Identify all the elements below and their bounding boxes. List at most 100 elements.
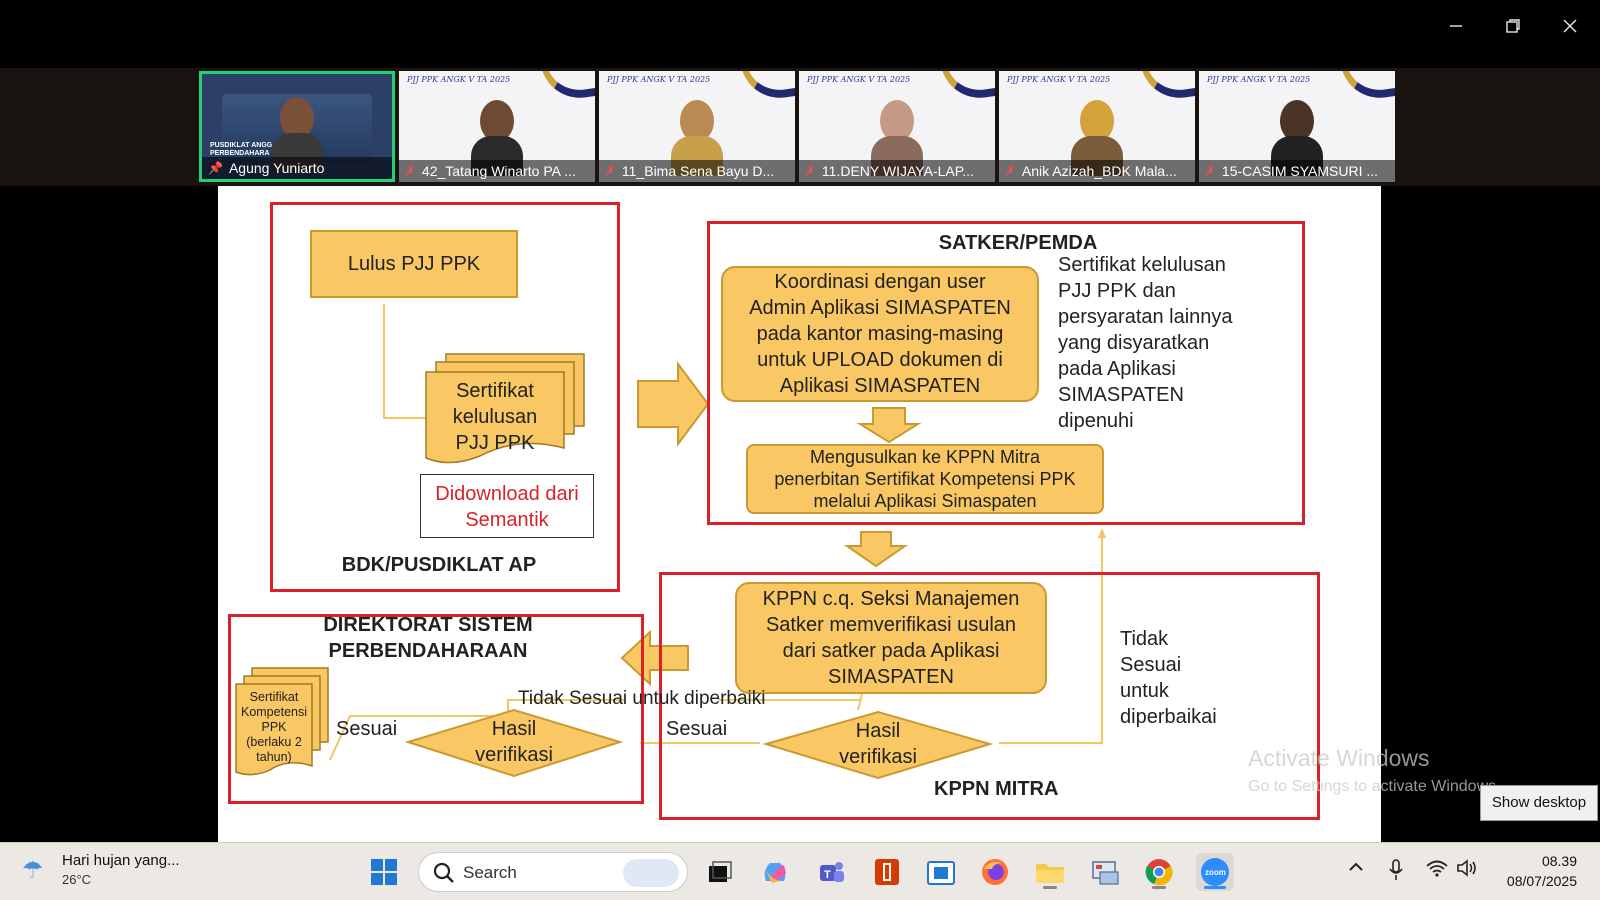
participant-name: 42_Tatang Winarto PA ... (422, 160, 576, 182)
participant-tile[interactable]: PJJ PPK ANGK V TA 2025 ✗ 42_Tatang Winar… (399, 71, 595, 182)
doc-line: Kompetensi (236, 705, 312, 720)
weather-text: Hari hujan yang... 26°C (62, 851, 180, 889)
slide-header-logo: PJJ PPK ANGK V TA 2025 (1207, 75, 1310, 84)
box-line: SIMASPATEN (828, 664, 954, 690)
doc-line: Sertifikat (430, 378, 560, 404)
start-button[interactable] (365, 853, 403, 891)
participant-tile[interactable]: PJJ PPK ANGK V TA 2025 ✗ 11.DENY WIJAYA-… (799, 71, 995, 182)
teams-button[interactable]: T (812, 853, 850, 891)
close-button[interactable] (1546, 8, 1594, 44)
slide-header-logo: PJJ PPK ANGK V TA 2025 (807, 75, 910, 84)
slide-swoosh (741, 71, 795, 103)
note-line: dipenuhi (1058, 408, 1233, 434)
weather-condition: Hari hujan yang... (62, 851, 180, 870)
slide-header-logo: PJJ PPK ANGK V TA 2025 (607, 75, 710, 84)
box-line: Satker memverifikasi usulan (766, 612, 1016, 638)
clock-date: 08/07/2025 (1497, 871, 1577, 891)
sertifikat-kompetensi-label: Sertifikat Kompetensi PPK (berlaku 2 tah… (236, 690, 312, 765)
zoom-button[interactable]: zoom (1196, 853, 1234, 891)
activate-subtitle: Go to Settings to activate Windows. (1248, 778, 1501, 796)
koordinasi-box: Koordinasi dengan user Admin Aplikasi SI… (721, 266, 1039, 402)
control-panel-button[interactable] (1086, 853, 1124, 891)
copilot-button[interactable] (756, 853, 794, 891)
kppn-verify-box: KPPN c.q. Seksi Manajemen Satker memveri… (735, 582, 1047, 694)
participant-name-bar: ✗ 15-CASIM SYAMSURI ... (1199, 160, 1395, 182)
participant-name: 15-CASIM SYAMSURI ... (1222, 160, 1378, 182)
wifi-button[interactable] (1426, 859, 1448, 882)
store-button[interactable] (922, 853, 960, 891)
arrow-right (638, 364, 708, 444)
task-view-button[interactable] (700, 853, 738, 891)
box-line: Admin Aplikasi SIMASPATEN (749, 295, 1011, 321)
note-line: diperbaikai (1120, 704, 1217, 730)
hasil-verifikasi-left: Hasil verifikasi (458, 716, 570, 768)
restore-button[interactable] (1489, 8, 1537, 44)
box-line: dari satker pada Aplikasi (783, 638, 1000, 664)
doc-line: PPK (236, 720, 312, 735)
title-line: PERBENDAHARAAN (278, 638, 578, 664)
activate-title: Activate Windows (1248, 745, 1501, 772)
close-icon (1562, 18, 1578, 34)
muted-mic-icon: ✗ (1005, 160, 1016, 182)
search-icon (433, 862, 455, 884)
firefox-button[interactable] (976, 853, 1014, 891)
volume-icon (1456, 859, 1478, 877)
satker-note: Sertifikat kelulusan PJJ PPK dan persyar… (1058, 252, 1233, 434)
microphone-button[interactable] (1388, 859, 1404, 886)
participant-tile[interactable]: PJJ PPK ANGK V TA 2025 ✗ 11_Bima Sena Ba… (599, 71, 795, 182)
note-line: Sesuai (1120, 652, 1217, 678)
svg-text:T: T (824, 869, 831, 881)
note-line: Tidak (1120, 626, 1217, 652)
box-line: penerbitan Sertifikat Kompetensi PPK (774, 468, 1075, 490)
title-line: DIREKTORAT SISTEM (278, 612, 578, 638)
volume-button[interactable] (1456, 859, 1478, 882)
file-explorer-icon (1034, 858, 1066, 886)
office-button[interactable] (868, 853, 906, 891)
wifi-icon (1426, 859, 1448, 877)
chrome-icon (1144, 857, 1174, 887)
taskbar-clock[interactable]: 08.39 08/07/2025 (1497, 851, 1577, 891)
running-indicator (1204, 886, 1226, 889)
sertifikat-kelulusan-label: Sertifikat kelulusan PJJ PPK (430, 378, 560, 456)
rain-umbrella-icon: ☂ (22, 856, 56, 885)
note-line: untuk (1120, 678, 1217, 704)
participant-tile[interactable]: PJJ PPK ANGK V TA 2025 ✗ Anik Azizah_BDK… (999, 71, 1195, 182)
clock-time: 08.39 (1497, 851, 1577, 871)
doc-line: tahun) (236, 750, 312, 765)
firefox-icon (980, 857, 1010, 887)
participant-tile[interactable]: PJJ PPK ANGK V TA 2025 ✗ 15-CASIM SYAMSU… (1199, 71, 1395, 182)
restore-icon (1505, 18, 1521, 34)
chrome-button[interactable] (1140, 853, 1178, 891)
search-highlight-image (623, 859, 679, 887)
diamond-line: Hasil (458, 716, 570, 742)
activate-windows-watermark: Activate Windows Go to Settings to activ… (1248, 745, 1501, 796)
start-icon (370, 858, 398, 886)
note-line: pada Aplikasi (1058, 356, 1233, 382)
show-hidden-icons-button[interactable] (1348, 859, 1364, 880)
slide-swoosh (1141, 71, 1195, 103)
bdk-title: BDK/PUSDIKLAT AP (314, 552, 564, 578)
copilot-icon (760, 857, 790, 887)
minimize-button[interactable] (1432, 8, 1480, 44)
participant-name: 11_Bima Sena Bayu D... (622, 160, 774, 182)
pin-icon: 📌 (208, 157, 223, 179)
svg-text:zoom: zoom (1205, 868, 1226, 877)
box-line: melalui Aplikasi Simaspaten (813, 490, 1036, 512)
running-indicator (1043, 886, 1057, 889)
weather-widget[interactable]: ☂ Hari hujan yang... 26°C (22, 851, 180, 889)
file-explorer-button[interactable] (1031, 853, 1069, 891)
diamond-line: verifikasi (458, 742, 570, 768)
didownload-line: Didownload dari (421, 481, 593, 507)
tidak-sesuai-mid-label: Tidak Sesuai untuk diperbaiki (518, 686, 766, 712)
note-line: PJJ PPK dan (1058, 278, 1233, 304)
box-line: Mengusulkan ke KPPN Mitra (810, 446, 1040, 468)
muted-mic-icon: ✗ (605, 160, 616, 182)
box-line: Koordinasi dengan user (774, 269, 985, 295)
participant-name: Agung Yuniarto (229, 157, 325, 179)
store-icon (926, 858, 956, 886)
slide-swoosh (541, 71, 595, 103)
taskbar-search[interactable]: Search (418, 852, 688, 892)
note-line: persyaratan lainnya (1058, 304, 1233, 330)
